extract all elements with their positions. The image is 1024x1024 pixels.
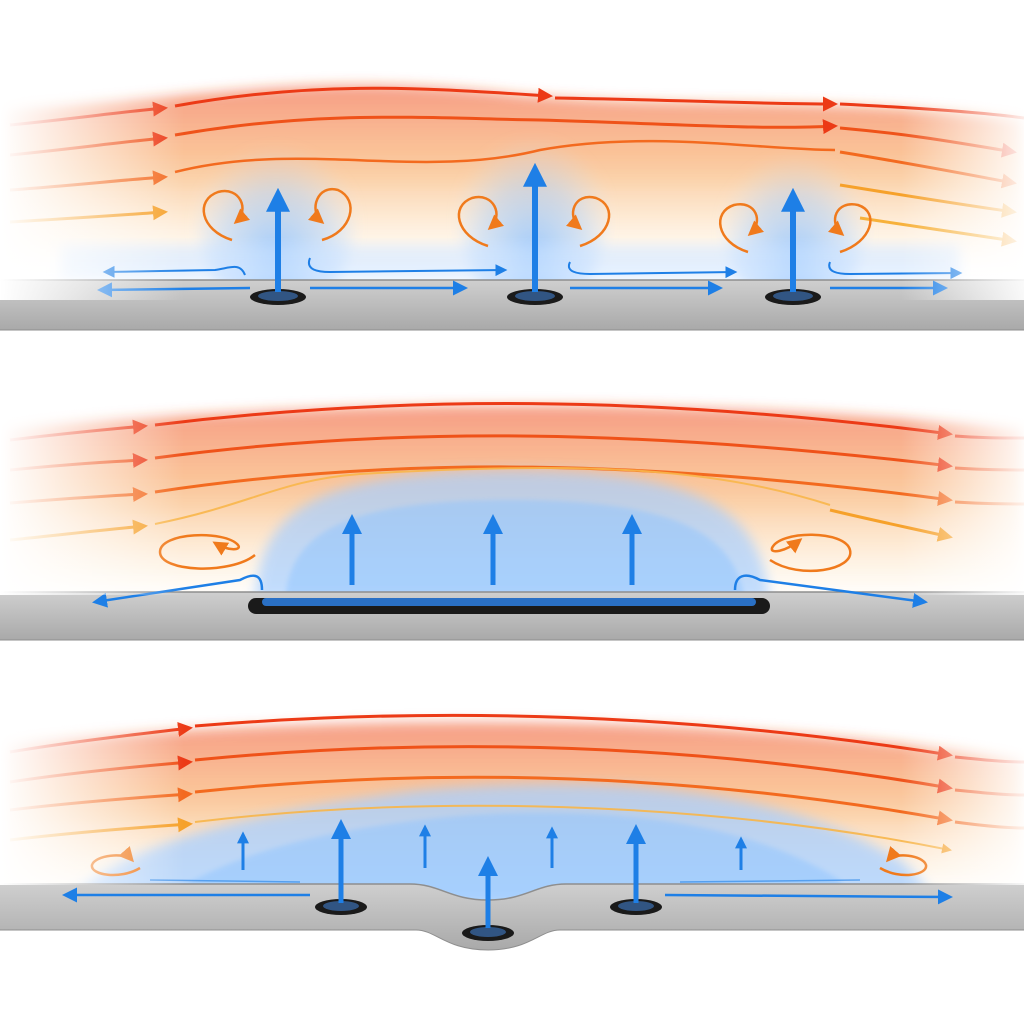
edge-fade	[0, 380, 1024, 595]
wall	[0, 592, 1024, 640]
edge-fade	[0, 60, 1024, 300]
edge-fade	[0, 690, 1024, 885]
